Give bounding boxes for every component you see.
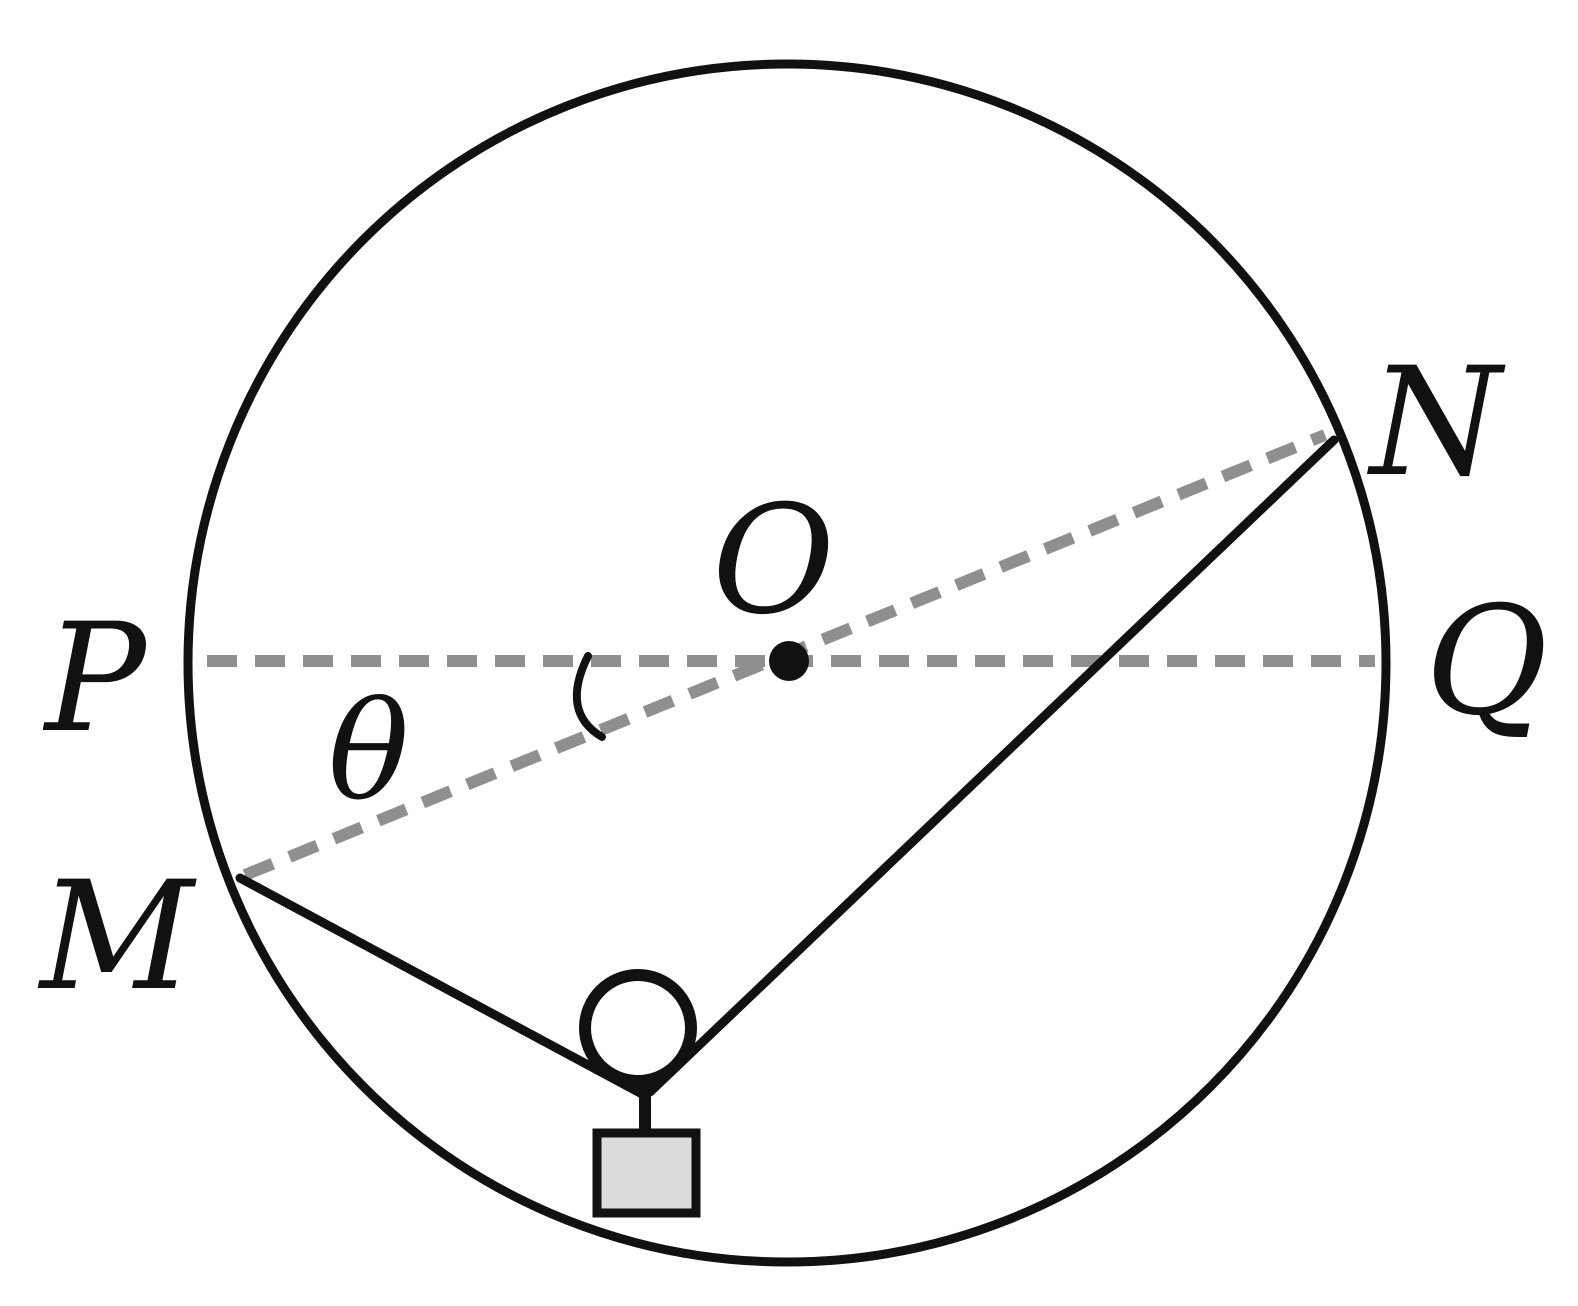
label-m: M: [37, 850, 197, 1024]
pulley-wheel: [579, 969, 697, 1087]
rope-pulley-to-n: [645, 435, 1339, 1097]
angle-arc: [572, 652, 606, 741]
label-o: O: [712, 474, 835, 648]
rope-m-to-pulley: [235, 873, 647, 1099]
label-theta: θ: [328, 673, 409, 830]
label-p: P: [42, 592, 149, 766]
label-q: Q: [1425, 575, 1548, 749]
outer-circle: [183, 59, 1391, 1267]
label-n: N: [1367, 336, 1506, 510]
center-point: [769, 641, 809, 681]
hanging-block: [592, 1128, 701, 1218]
